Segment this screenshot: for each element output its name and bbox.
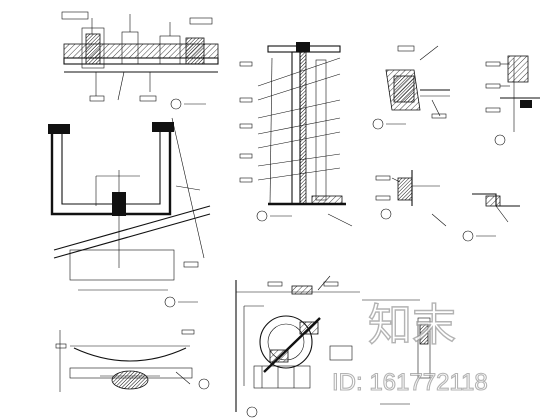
detail-4-corner-section	[372, 45, 450, 130]
watermark: 知末 ID: 161772118	[331, 300, 488, 396]
detail-9-plan-view	[235, 275, 431, 418]
detail-2-channel-section	[48, 117, 211, 308]
watermark-id: ID: 161772118	[332, 369, 488, 396]
detail-3-vertical-section	[239, 42, 353, 227]
detail-1-wall-joint-section	[61, 11, 219, 110]
detail-6-joint-section	[375, 170, 447, 227]
detail-5-layered-section	[485, 55, 540, 146]
watermark-brand: 知末	[368, 301, 456, 350]
detail-8-arch-elevation	[55, 329, 210, 392]
detail-7-step-section	[462, 193, 520, 242]
